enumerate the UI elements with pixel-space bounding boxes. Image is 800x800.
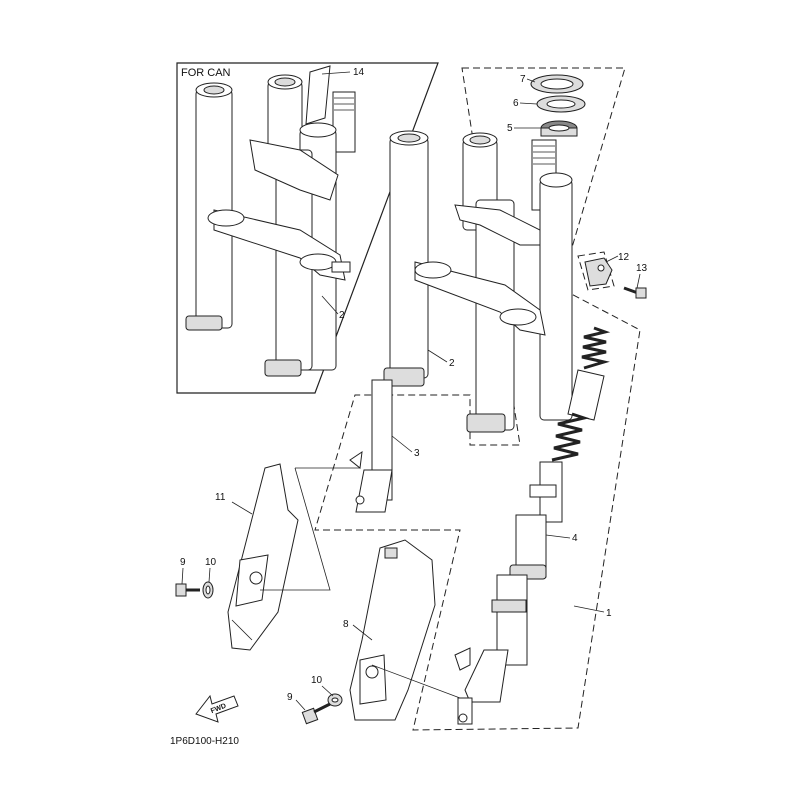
callout-3: 3	[414, 448, 420, 459]
damper-end-fitting	[464, 649, 509, 703]
callout-5: 5	[507, 123, 513, 134]
callout-10a: 10	[205, 557, 217, 568]
callout-1: 1	[606, 608, 612, 619]
washer-10-lower	[327, 693, 343, 707]
diagram-code: 1P6D100-H210	[170, 736, 239, 747]
callout-2a: 2	[339, 310, 345, 321]
upper-bracket	[454, 204, 541, 246]
inset-fork-assembly	[185, 65, 356, 377]
fork-damper-4	[454, 326, 611, 725]
main-fork-assembly	[349, 130, 573, 513]
callout-9b: 9	[287, 692, 293, 703]
bearing-stack	[530, 74, 586, 137]
inset-left-tube	[195, 89, 233, 329]
callout-13: 13	[636, 263, 648, 274]
fork-guard-11	[227, 463, 299, 651]
callout-9a: 9	[180, 557, 186, 568]
bracket-12	[577, 251, 615, 291]
fork-guard-8	[349, 539, 436, 721]
right-outer-tube	[539, 179, 573, 421]
bolt-9-left	[175, 583, 200, 597]
bolt-13	[623, 286, 647, 299]
callout-10b: 10	[311, 675, 323, 686]
inset-steering-stem	[332, 91, 356, 153]
callout-6: 6	[513, 98, 519, 109]
inset-title: FOR CAN	[181, 67, 231, 79]
inset-for-can: FOR CAN	[176, 62, 439, 394]
label-sticker-14	[305, 65, 331, 125]
callout-4: 4	[572, 533, 578, 544]
forward-arrow-icon: FWD	[195, 694, 239, 723]
callout-14: 14	[353, 67, 365, 78]
callout-11: 11	[215, 492, 226, 503]
callout-7: 7	[520, 74, 526, 85]
inset-upper-bracket	[249, 139, 339, 201]
callout-12: 12	[618, 252, 630, 263]
left-outer-tube	[389, 137, 429, 379]
washer-10-left	[202, 581, 214, 599]
inner-tube-3-end	[355, 469, 393, 513]
assembly-group-outline	[314, 67, 641, 731]
callout-8: 8	[343, 619, 349, 630]
bolt-9-lower	[301, 702, 331, 725]
callout-2b: 2	[449, 358, 455, 369]
